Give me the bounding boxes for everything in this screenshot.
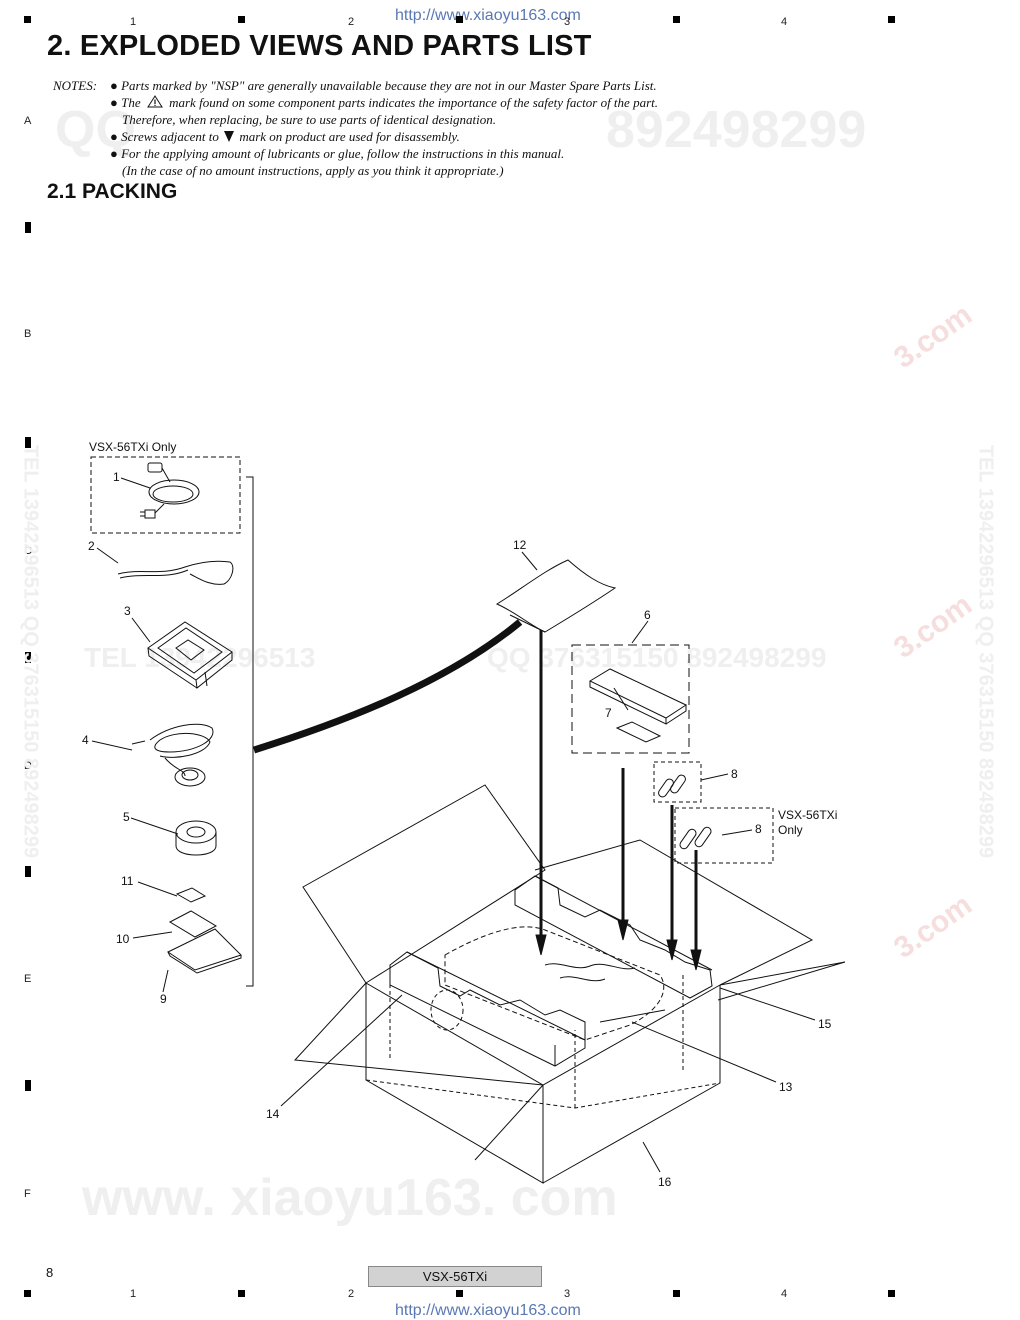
warranty-card [168,910,218,938]
note-text: For the applying amount of lubricants or… [121,146,565,161]
registration-mark [24,16,31,23]
power-cord [140,462,200,519]
callout-5: 5 [123,810,130,824]
registration-mark [25,866,31,877]
footer-model: VSX-56TXi [368,1266,542,1287]
screw-mark-icon [224,131,235,142]
callout-4: 4 [82,733,89,747]
label-sheet [175,887,207,903]
column-number-4-bottom: 4 [781,1288,788,1300]
watermark-qq-mid: QQ 376315150 892498299 [487,642,827,673]
row-letter-c: C [24,545,32,557]
registration-mark [238,16,245,23]
callout-14: 14 [266,1107,280,1121]
note-text: The [121,95,141,110]
callout-16: 16 [658,1175,672,1189]
note-text: Screws adjacent to [121,129,219,144]
setup-microphone [131,723,214,787]
note-text: (In the case of no amount instructions, … [122,163,504,178]
group-label-right-model: VSX-56TXi [778,808,838,822]
row-letter-d: D [24,760,32,772]
callout-13: 13 [779,1080,793,1094]
battery-cover [615,721,662,743]
column-number-4: 4 [781,16,788,28]
callout-9: 9 [160,992,167,1006]
registration-mark [25,652,31,663]
callout-8: 8 [731,767,738,781]
source-url-top: http://www.xiaoyu163.com [395,7,581,24]
cushion-right [514,875,713,999]
callout-6: 6 [644,608,651,622]
operating-instructions [166,928,242,971]
watermark-qq-number: 892498299 [606,101,867,159]
note-item: ● The mark found on some component parts… [110,95,658,110]
section-title: 2.1 PACKING [47,180,178,203]
note-item: ● Parts marked by "NSP" are generally un… [110,78,657,93]
am-loop-antenna [147,621,233,689]
note-item: (In the case of no amount instructions, … [110,162,770,179]
note-item: ● For the applying amount of lubricants … [110,146,565,161]
registration-mark [888,16,895,23]
note-text: mark found on some component parts indic… [169,95,658,110]
callout-7: 7 [605,706,612,720]
note-item: ● Screws adjacent to mark on product are… [110,129,460,144]
remote-control [588,668,688,725]
registration-mark [25,437,31,448]
registration-mark [238,1290,245,1297]
callout-numbers: 1 2 3 4 5 6 7 8 8 9 10 11 12 13 14 15 16 [82,470,832,1189]
inner-polybag [444,926,666,1041]
column-number-1: 1 [130,16,137,28]
page-number: 8 [46,1265,54,1280]
registration-mark [888,1290,895,1297]
callout-3: 3 [124,604,131,618]
callout-1: 1 [113,470,120,484]
callout-8-alt: 8 [755,822,762,836]
notes-list: ● Parts marked by "NSP" are generally un… [110,77,770,179]
cushion-left [389,951,586,1067]
notes-label: NOTES: [53,78,98,93]
page-title: 2. EXPLODED VIEWS AND PARTS LIST [47,30,592,62]
callout-11: 11 [121,874,134,888]
group-label-vsx56txi-only: VSX-56TXi Only [89,440,177,454]
row-letter-a: A [24,115,32,127]
row-letter-f: F [24,1188,31,1200]
source-url-bottom: http://www.xiaoyu163.com [395,1302,581,1319]
batteries-vsx-56txi [679,826,712,850]
registration-mark [673,1290,680,1297]
callout-10: 10 [116,932,130,946]
registration-mark [25,1080,31,1091]
warning-triangle-icon [146,95,163,108]
registration-mark [673,16,680,23]
registration-mark [456,16,463,23]
callout-2: 2 [88,539,95,553]
accessory-bag [495,559,617,633]
note-text: Parts marked by "NSP" are generally unav… [121,78,657,93]
watermark-qq: QQ [55,101,136,159]
column-number-1-bottom: 1 [130,1288,137,1300]
note-item: Therefore, when replacing, be sure to us… [110,111,770,128]
note-text: mark on product are used for disassembly… [239,129,460,144]
registration-mark [456,1290,463,1297]
carton-box [293,784,846,1184]
registration-mark [25,222,31,233]
row-letter-e: E [24,973,32,985]
column-number-3: 3 [564,16,571,28]
column-number-3-bottom: 3 [564,1288,571,1300]
callout-15: 15 [818,1017,832,1031]
registration-mark [24,1290,31,1297]
row-letter-b: B [24,328,32,340]
column-number-2-bottom: 2 [348,1288,355,1300]
note-text: Therefore, when replacing, be sure to us… [122,112,496,127]
watermark-www: www. xiaoyu163. com [82,1169,618,1227]
batteries [658,774,686,798]
fm-antenna-wire [117,560,234,585]
cap-part [175,820,217,856]
column-number-2: 2 [348,16,355,28]
callout-12: 12 [513,538,527,552]
group-label-right-only: Only [778,823,803,837]
